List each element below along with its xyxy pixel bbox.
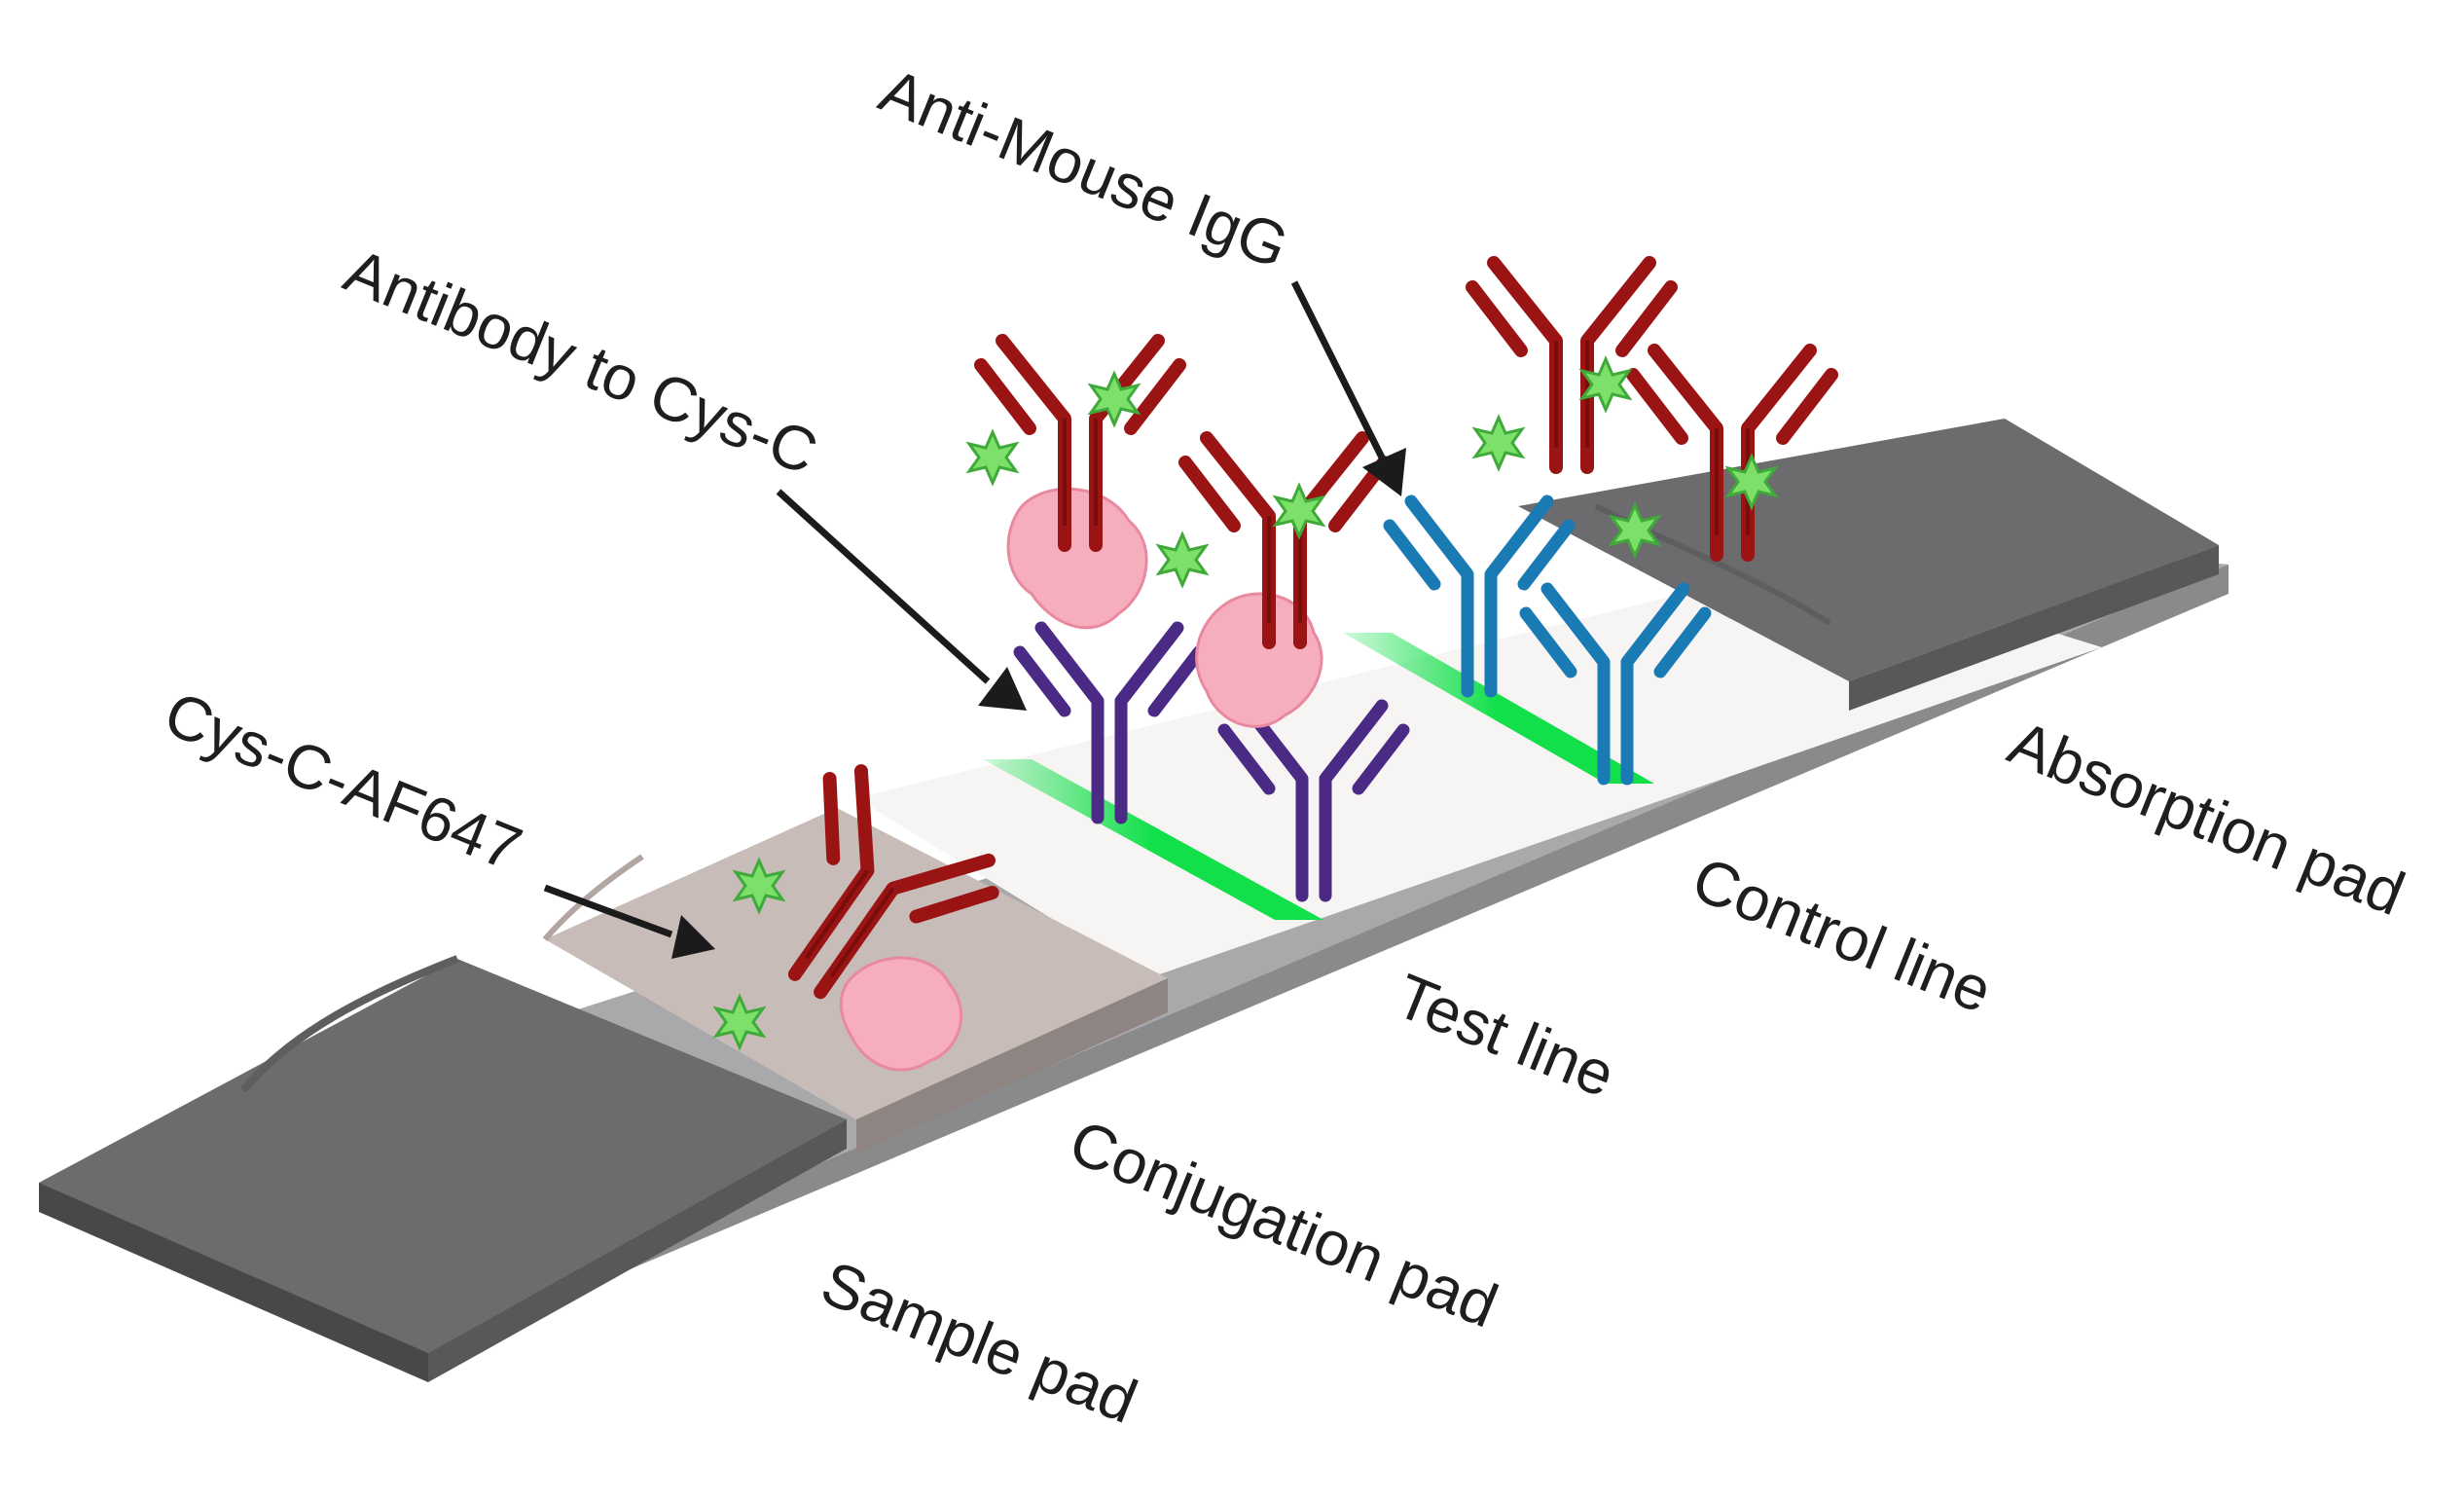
membrane	[856, 560, 2102, 978]
conjugation-pad	[542, 808, 1168, 1153]
sample-pad	[39, 955, 847, 1382]
arrow-anti-mouse-igg	[1290, 280, 1406, 496]
control-line	[1343, 633, 1654, 784]
arrow-cys-c-af647	[543, 884, 715, 959]
conjugate-antigen	[839, 956, 963, 1072]
arrow-antibody-to-cys-c	[776, 489, 1027, 711]
test-line	[983, 759, 1323, 920]
antigen-blob-left	[1006, 487, 1148, 630]
antigen-blob-right	[1195, 592, 1323, 728]
